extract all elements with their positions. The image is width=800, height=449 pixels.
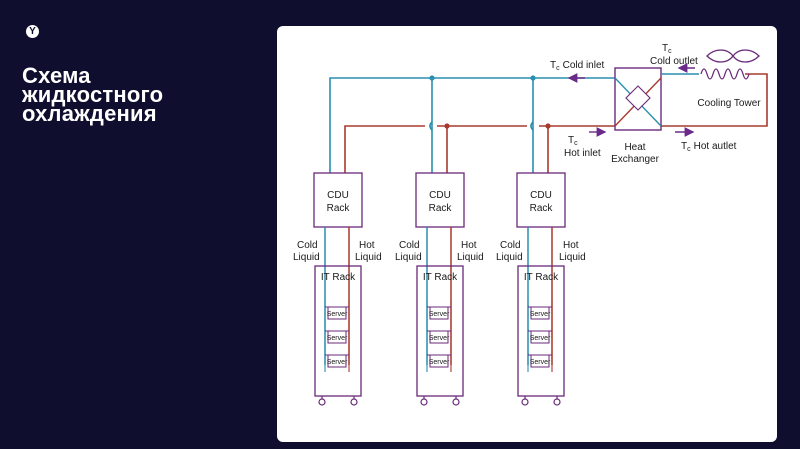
pipe-crossover xyxy=(429,121,534,131)
svg-text:Server: Server xyxy=(530,311,551,318)
pipe-junctions xyxy=(429,75,551,129)
cdu-rack-box xyxy=(516,172,566,228)
heat-exchanger xyxy=(614,67,699,131)
hot-inlet-annotation: Tc Hot inlet xyxy=(564,127,607,159)
hot-liquid-label-2: Liquid xyxy=(457,252,484,263)
svg-text:Server: Server xyxy=(429,359,450,366)
heat-exchanger-label-2: Exchanger xyxy=(611,154,659,165)
cold-liquid-label-1: Cold xyxy=(399,240,420,251)
cooling-tower-icon xyxy=(700,49,760,80)
svg-text:Server: Server xyxy=(429,311,450,318)
it-rack-box xyxy=(314,265,362,397)
cooling-diagram: Heat Exchanger Cooling Tower Tc Cold out… xyxy=(293,43,768,406)
it-rack-label: IT Rack xyxy=(423,272,458,283)
rack-column-3: CDU Rack Cold Liquid Hot Liquid IT Rack … xyxy=(496,172,586,406)
cold-outlet-annotation: Tc Cold outlet xyxy=(650,43,698,73)
title-line-1: Схема xyxy=(22,63,91,88)
it-rack-label: IT Rack xyxy=(321,272,356,283)
hot-liquid-label-2: Liquid xyxy=(559,252,586,263)
cold-outlet-label: Cold outlet xyxy=(650,56,698,67)
title-line-3: охлаждения xyxy=(22,101,157,126)
cold-liquid-label-2: Liquid xyxy=(395,252,422,263)
server-unit: Server xyxy=(528,330,552,344)
it-rack-label: IT Rack xyxy=(524,272,559,283)
server-unit: Server xyxy=(325,354,349,368)
hot-liquid-label-1: Hot xyxy=(359,240,375,251)
slide-title: Схема жидкостного охлаждения xyxy=(22,63,262,126)
heat-exchanger-label-1: Heat xyxy=(624,142,645,153)
cdu-label-2: Rack xyxy=(530,203,554,214)
title-line-2: жидкостного xyxy=(22,82,164,107)
svg-text:Server: Server xyxy=(327,311,348,318)
hot-return-pipe xyxy=(344,73,768,173)
server-unit: Server xyxy=(427,354,451,368)
logo-icon: Y xyxy=(26,25,39,38)
cold-liquid-label-1: Cold xyxy=(297,240,318,251)
hot-liquid-label-1: Hot xyxy=(461,240,477,251)
hot-liquid-label-2: Liquid xyxy=(355,252,382,263)
cold-supply-pipe xyxy=(329,77,615,173)
it-rack-box xyxy=(416,265,464,397)
cold-liquid-label-2: Liquid xyxy=(293,252,320,263)
cdu-label-1: CDU xyxy=(429,190,451,201)
rack-column-1: CDU Rack Cold Liquid Hot Liquid IT Rack … xyxy=(293,172,382,406)
server-unit: Server xyxy=(427,330,451,344)
svg-text:Server: Server xyxy=(530,335,551,342)
svg-text:Server: Server xyxy=(429,335,450,342)
server-unit: Server xyxy=(528,354,552,368)
it-rack-box xyxy=(517,265,565,397)
cold-liquid-label-2: Liquid xyxy=(496,252,523,263)
server-unit: Server xyxy=(325,306,349,320)
cold-liquid-label-1: Cold xyxy=(500,240,521,251)
svg-text:Server: Server xyxy=(327,359,348,366)
rack-wheels xyxy=(521,396,561,406)
diagram-panel: Heat Exchanger Cooling Tower Tc Cold out… xyxy=(277,26,777,442)
rack-wheels xyxy=(318,396,358,406)
rack-wheels xyxy=(420,396,460,406)
hot-inlet-t: Tc xyxy=(568,135,578,147)
hot-inlet-label: Hot inlet xyxy=(564,148,601,159)
server-unit: Server xyxy=(427,306,451,320)
server-unit: Server xyxy=(528,306,552,320)
cdu-label-1: CDU xyxy=(530,190,552,201)
cooling-tower-label: Cooling Tower xyxy=(697,98,761,109)
cold-outlet-t: Tc xyxy=(662,43,672,55)
rack-column-2: CDU Rack Cold Liquid Hot Liquid IT Rack … xyxy=(395,172,484,406)
cdu-label-1: CDU xyxy=(327,190,349,201)
cdu-rack-box xyxy=(415,172,465,228)
svg-text:Server: Server xyxy=(530,359,551,366)
server-unit: Server xyxy=(325,330,349,344)
cdu-label-2: Rack xyxy=(327,203,351,214)
svg-text:Server: Server xyxy=(327,335,348,342)
hot-liquid-label-1: Hot xyxy=(563,240,579,251)
cdu-label-2: Rack xyxy=(429,203,453,214)
cdu-rack-box xyxy=(313,172,363,228)
